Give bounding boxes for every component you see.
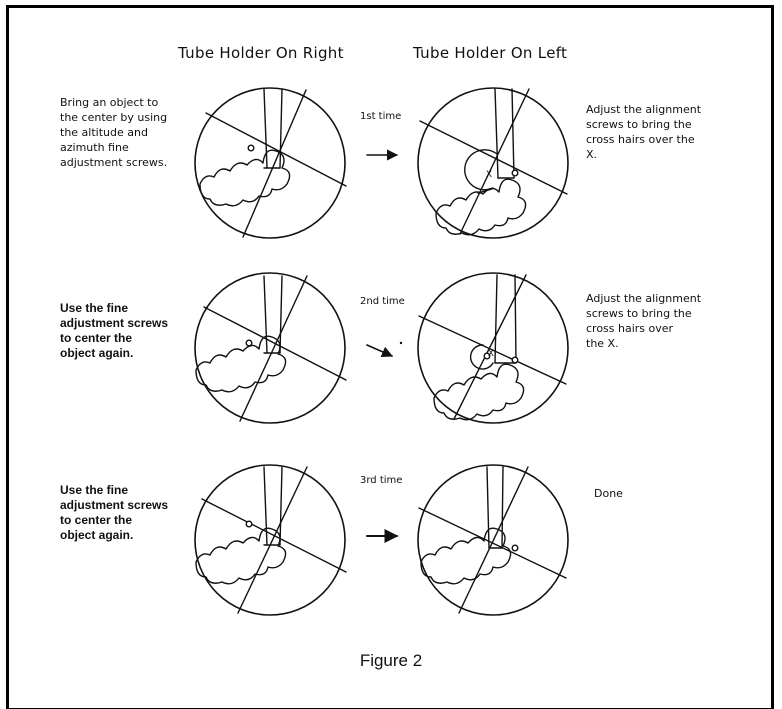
row1-left-holder-view <box>417 87 569 239</box>
row3-right-holder-view <box>194 464 347 616</box>
row1-right-note: Adjust the alignment screws to bring the… <box>586 103 702 161</box>
figure-caption: Figure 2 <box>359 651 423 670</box>
row2-right-holder-view <box>194 272 347 424</box>
row2-target-x: X <box>488 349 494 359</box>
row1-target-x: X <box>486 170 492 180</box>
row1-left-note: Bring an object to the center by using t… <box>60 96 168 169</box>
row2-left-holder-view <box>417 272 569 424</box>
heading-tube-holder-right: Tube Holder On Right <box>178 44 344 62</box>
row3-time-label: 3rd time <box>360 475 403 486</box>
row3-left-note: Use the fine adjustment screws to center… <box>60 483 169 542</box>
row2-time-label: 2nd time <box>360 296 405 307</box>
row1-right-holder-view <box>194 87 347 239</box>
row2-right-note: Adjust the alignment screws to bring the… <box>586 292 702 350</box>
row3-left-holder-view <box>417 464 569 616</box>
heading-tube-holder-left: Tube Holder On Left <box>413 44 568 62</box>
row1-time-label: 1st time <box>360 111 402 122</box>
row3-right-note: Done <box>594 487 623 500</box>
row2-left-note: Use the fine adjustment screws to center… <box>60 301 169 360</box>
